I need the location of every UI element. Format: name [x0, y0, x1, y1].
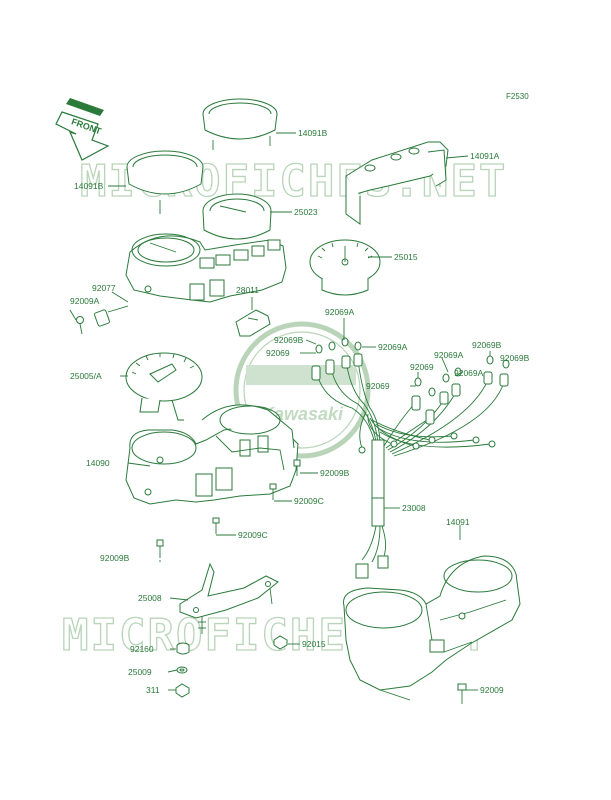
label-92009c-right: 92009C [294, 496, 324, 506]
label-25005a: 25005/A [70, 371, 102, 381]
label-25023: 25023 [294, 207, 318, 217]
label-92069a-center: 92069A [434, 350, 464, 360]
part-ring-upper [202, 98, 278, 150]
front-arrow-icon: FRONT [55, 98, 110, 161]
label-92009: 92009 [480, 685, 504, 695]
label-92069a-right: 92069A [454, 368, 484, 378]
label-92009a: 92009A [70, 296, 100, 306]
part-grommet-92160 [176, 642, 190, 655]
part-nut-92015 [273, 635, 288, 650]
label-92009c-center: 92009C [238, 530, 268, 540]
label-14091b-left: 14091B [74, 181, 104, 191]
figure-id: F2530 [506, 92, 529, 101]
part-labels: 14091B 14091A 14091B 25023 25015 92077 9… [70, 128, 530, 695]
label-92069b-right: 92069B [472, 340, 502, 350]
label-92015: 92015 [302, 639, 326, 649]
label-92069b-left: 92069B [274, 335, 304, 345]
label-23008: 23008 [402, 503, 426, 513]
part-bracket-25008 [179, 562, 279, 634]
label-92077: 92077 [92, 283, 116, 293]
label-14091: 14091 [446, 517, 470, 527]
label-14090: 14090 [86, 458, 110, 468]
label-92009b-right: 92009B [320, 468, 350, 478]
label-14091a: 14091A [470, 151, 500, 161]
part-ring-left [126, 150, 204, 214]
part-knob-92077 [94, 305, 129, 327]
label-14091b-top: 14091B [298, 128, 328, 138]
part-washer-25009 [176, 666, 188, 674]
label-92069-left: 92069 [266, 348, 290, 358]
part-screw-92009c-a [269, 483, 277, 500]
label-92069-center: 92069 [410, 362, 434, 372]
part-screw-92009b-b [156, 539, 164, 558]
label-92069-lower: 92069 [366, 381, 390, 391]
part-screw-92009a [76, 316, 84, 335]
part-nut-311 [175, 683, 190, 698]
part-lower-case-14091 [343, 555, 521, 691]
label-311: 311 [146, 685, 160, 695]
part-gauge-25015 [309, 239, 381, 296]
label-28011: 28011 [236, 285, 259, 295]
part-gauge-25005a [125, 352, 203, 421]
label-25015: 25015 [394, 252, 418, 262]
part-lower-housing-14090 [125, 404, 299, 505]
label-25009: 25009 [128, 667, 152, 677]
watermark-logo: Kawasaki [233, 321, 371, 459]
label-92069a-mid: 92069A [378, 342, 408, 352]
part-cover-28011 [235, 309, 271, 337]
part-screw-92009b-a [293, 459, 301, 476]
label-92160: 92160 [130, 644, 154, 654]
leader-lines [69, 132, 491, 701]
part-wire-harness [311, 337, 510, 579]
label-92069b-far-right: 92069B [500, 353, 530, 363]
label-92069a-top: 92069A [325, 307, 355, 317]
label-92009b-left: 92009B [100, 553, 130, 563]
part-screw-92009 [457, 683, 467, 704]
part-bracket-14091a [345, 141, 449, 225]
label-25008: 25008 [138, 593, 162, 603]
part-meter-cover-25023 [202, 193, 272, 240]
part-upper-housing [125, 233, 287, 303]
part-screw-92009c-b [212, 517, 220, 534]
watermark-brand: Kawasaki [261, 404, 344, 424]
